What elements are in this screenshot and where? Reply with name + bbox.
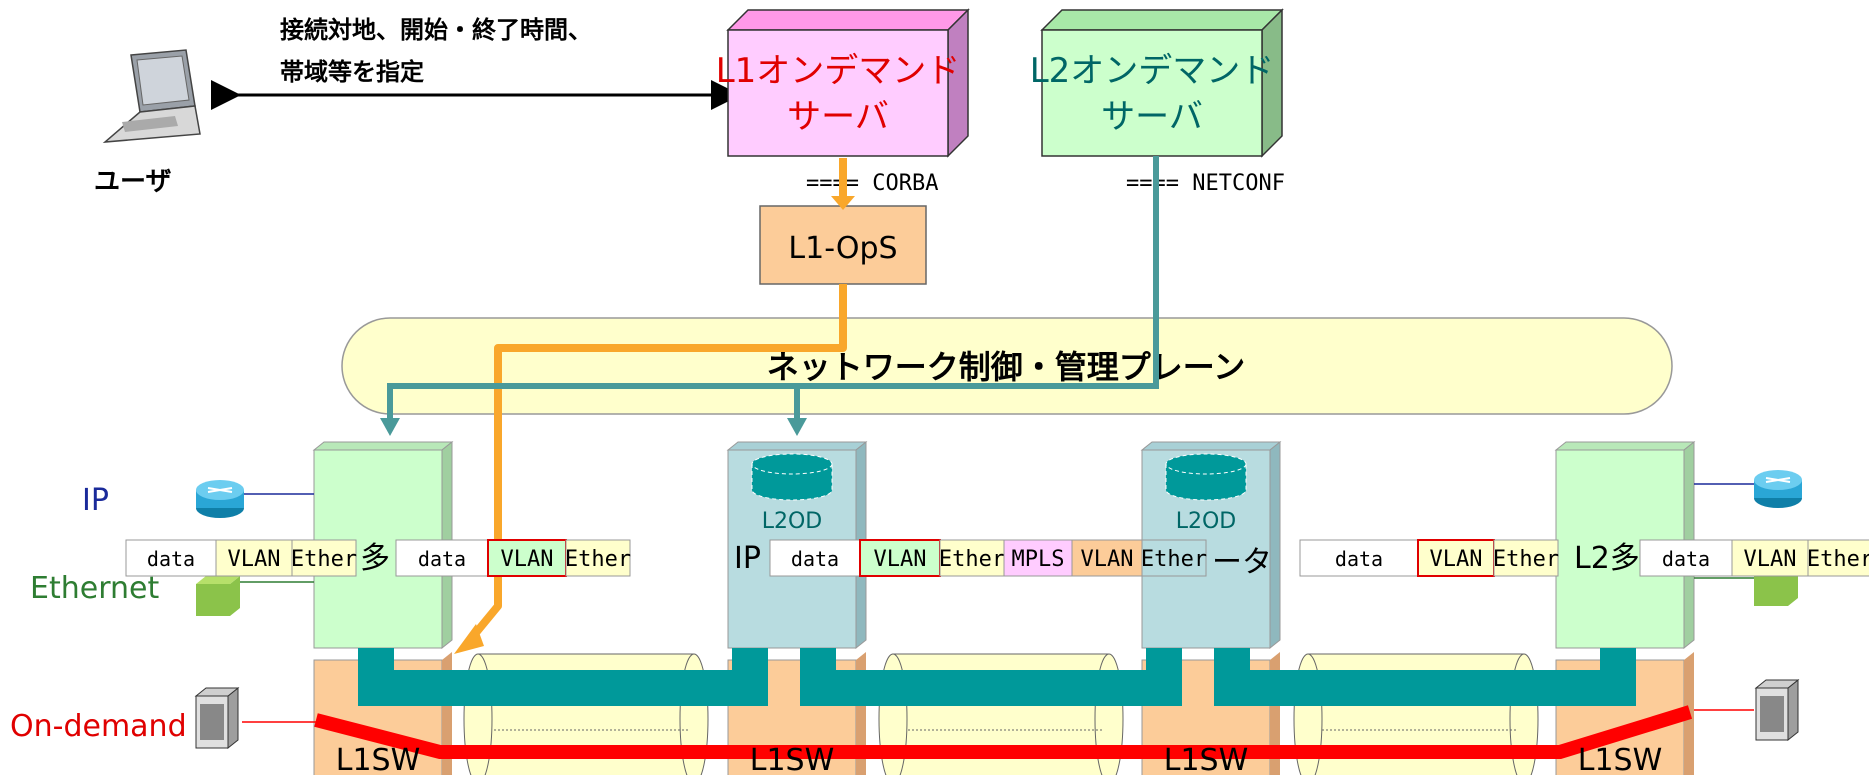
frame-label: Ether — [1493, 547, 1559, 572]
frame-cell-f1-1: VLAN — [215, 539, 293, 577]
frame-label: Ether — [565, 547, 631, 572]
frame-label: data — [418, 547, 466, 571]
frame-label: Ether — [1141, 547, 1207, 572]
frame-label: data — [1662, 547, 1710, 571]
frame-cell-f3-2: Ether — [939, 539, 1005, 577]
mux-right-text: L2多 — [1574, 541, 1640, 576]
ondemand-label: On-demand — [10, 709, 187, 744]
l1sw-label-3: L1SW — [1164, 743, 1249, 775]
frame-label: Ether — [1807, 547, 1869, 572]
orange-link-ops-l1sw — [466, 284, 847, 643]
frame-label: Ether — [939, 547, 1005, 572]
frame-cell-f1-0: data — [125, 539, 217, 577]
frame-label: VLAN — [228, 547, 281, 572]
teal-data-path — [358, 648, 1636, 706]
frame-cell-f4-0: data — [1299, 539, 1419, 577]
frame-cell-f3-0: data — [769, 539, 861, 577]
red-ondemand-path — [314, 705, 1693, 759]
frame-cell-f5-2: Ether — [1807, 539, 1869, 577]
server-icon-left — [194, 686, 240, 750]
l2od-label-2: L2OD — [1176, 509, 1237, 534]
frame-cell-f1-2: Ether — [291, 539, 357, 577]
frame-stacks: data VLAN Ether data VLAN Ether data VLAN Ether M… — [125, 539, 1869, 577]
teal-link-l2 — [387, 156, 1159, 420]
laptop-icon — [102, 49, 201, 143]
ethernet-label: Ethernet — [30, 571, 159, 606]
l1-server-line1: L1オンデマンド — [716, 51, 961, 91]
frame-cell-f2-1: VLAN — [487, 539, 567, 577]
frame-label: VLAN — [501, 547, 554, 572]
frame-label: data — [791, 547, 839, 571]
frame-cell-f2-2: Ether — [565, 539, 631, 577]
l1-server-line2: サーバ — [787, 97, 889, 137]
l1sw-label-4: L1SW — [1578, 743, 1663, 775]
l1-ops-label: L1-OpS — [788, 231, 897, 266]
frame-label: VLAN — [1744, 547, 1797, 572]
frame-cell-f2-0: data — [395, 539, 489, 577]
frame-label: VLAN — [874, 547, 927, 572]
frame-cell-f4-1: VLAN — [1417, 539, 1495, 577]
ip-label: IP — [82, 483, 109, 518]
frame-cell-f3-3: MPLS — [1003, 539, 1073, 577]
router-icon-right — [1754, 470, 1802, 508]
router-text: ータ — [1212, 545, 1272, 580]
instruction-line2: 帯域等を指定 — [280, 58, 424, 86]
control-plane-label: ネットワーク制御・管理プレーン — [767, 348, 1245, 386]
teal-arrowhead-left — [380, 418, 400, 436]
frame-cell-f3-1: VLAN — [859, 539, 941, 577]
l2-server-line1: L2オンデマンド — [1030, 51, 1275, 91]
server-icon-right — [1754, 678, 1800, 742]
frame-cell-f5-1: VLAN — [1731, 539, 1809, 577]
l2-ondemand-server: L2オンデマンド サーバ — [1030, 8, 1284, 158]
netconf-label: ==== NETCONF — [1126, 171, 1285, 196]
frame-cell-f4-2: Ether — [1493, 539, 1559, 577]
corba-label: ==== CORBA — [806, 171, 938, 196]
frame-label: Ether — [291, 547, 357, 572]
orange-arrowhead-l1sw — [454, 624, 484, 654]
l1-ops-box — [759, 205, 927, 285]
l2od-database-icon-2 — [1165, 453, 1247, 501]
l1-ondemand-server: L1オンデマンド サーバ — [716, 8, 970, 158]
user-label: ユーザ — [94, 167, 171, 197]
control-plane-ellipse — [341, 317, 1673, 415]
frame-label: MPLS — [1012, 547, 1065, 572]
router-icon-left — [196, 480, 244, 518]
l2od-database-icon-1 — [751, 453, 833, 501]
l2od-label-1: L2OD — [762, 509, 823, 534]
l1sw-label-2: L1SW — [750, 743, 835, 775]
frame-label: data — [147, 547, 195, 571]
frame-cell-f3-5: Ether — [1141, 539, 1207, 577]
frame-cell-f5-0: data — [1639, 539, 1733, 577]
frame-label: data — [1335, 547, 1383, 571]
ip-router-text: IP — [734, 541, 761, 576]
frame-label: VLAN — [1081, 547, 1134, 572]
l1sw-label-1: L1SW — [336, 743, 421, 775]
instruction-line1: 接続対地、開始・終了時間、 — [280, 16, 592, 44]
ethernet-switch-icon-left — [196, 576, 240, 616]
l2-server-line2: サーバ — [1101, 97, 1203, 137]
frame-cell-f3-4: VLAN — [1071, 539, 1143, 577]
mux-left-text: 多 — [360, 541, 390, 576]
orange-arrowhead-ops — [831, 196, 855, 210]
teal-arrowhead-mid — [787, 418, 807, 436]
frame-label: VLAN — [1430, 547, 1483, 572]
